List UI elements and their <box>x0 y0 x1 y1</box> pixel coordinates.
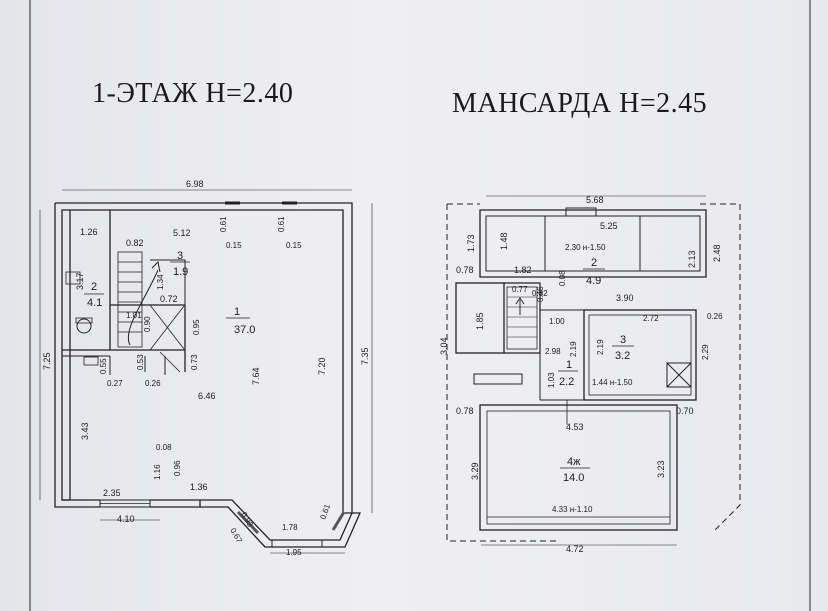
dim-label: 1.48 <box>499 232 509 250</box>
floor1-rooms: 1 37.0 2 4.1 3 1.9 <box>84 250 255 336</box>
dim-label: 1.16 <box>153 464 162 480</box>
dim-label: 2.29 <box>701 344 710 360</box>
dim-label: 1.00 <box>549 317 565 326</box>
stair-attic <box>506 286 538 350</box>
dim-label: 0.32 <box>532 289 548 298</box>
attic-dimensions: 5.68 5.25 1.73 1.48 2.30 н-1.50 2.13 2.4… <box>439 195 723 554</box>
dim-label: 1.73 <box>466 234 476 252</box>
dim-label: 5.68 <box>586 195 604 205</box>
dim-label: 0.61 <box>277 216 286 232</box>
dim-label: 6.98 <box>186 179 204 189</box>
dim-label: 0.15 <box>286 241 302 250</box>
room-number: 1 <box>566 359 572 371</box>
dim-label: 0.82 <box>126 238 144 248</box>
dim-label: 0.90 <box>143 316 152 332</box>
room-number: 2 <box>591 257 597 269</box>
dim-label: 0.26 <box>707 312 723 321</box>
dim-label: 0.08 <box>558 270 567 286</box>
dim-label: 2.48 <box>712 244 722 262</box>
dim-label: 0.55 <box>99 358 108 374</box>
dim-label: 3.29 <box>470 462 480 480</box>
dim-label: 3.17 <box>75 272 85 290</box>
dim-label: 1.01 <box>126 311 142 320</box>
dim-label: 3.23 <box>656 460 666 478</box>
room-area: 14.0 <box>563 472 584 484</box>
dim-label: 0.72 <box>160 294 178 304</box>
dim-label: 7.64 <box>251 367 261 385</box>
room-number: 2 <box>91 281 97 293</box>
dim-label: 0.96 <box>173 460 182 476</box>
dim-label: 1.44 н-1.50 <box>592 378 633 387</box>
dim-label: 2.30 н-1.50 <box>565 243 606 252</box>
dim-label: 6.46 <box>198 391 216 401</box>
dim-label: 2.98 <box>545 347 561 356</box>
ventilation-icon <box>666 362 692 388</box>
dim-label: 0.73 <box>190 354 199 370</box>
window-bay <box>271 539 323 548</box>
dim-label: 0.70 <box>676 406 694 416</box>
dim-label: 4.72 <box>566 544 584 554</box>
room-number: 3 <box>620 334 626 346</box>
dim-label: 0.78 <box>456 265 474 275</box>
dim-label: 1.34 <box>156 274 165 290</box>
dim-label: 7.35 <box>360 347 370 365</box>
dim-label: 4.33 н-1.10 <box>552 505 593 514</box>
dim-label: 0.53 <box>136 354 145 370</box>
dim-label: 1.26 <box>80 227 98 237</box>
dim-label: 3.04 <box>439 337 449 355</box>
room-number: 1 <box>234 306 240 318</box>
dim-label: 0.78 <box>456 406 474 416</box>
room-area: 4.9 <box>586 275 601 287</box>
room-area: 37.0 <box>234 324 255 336</box>
room-number: 4ж <box>567 456 581 468</box>
attic-rooms: 2 4.9 3 3.2 1 2.2 4ж 14.0 <box>558 257 634 484</box>
dim-label: 3.90 <box>616 293 634 303</box>
dim-label: 0.15 <box>226 241 242 250</box>
dim-label: 2.35 <box>103 488 121 498</box>
dim-label: 0.46 <box>536 286 545 302</box>
dim-label: 2.19 <box>596 339 605 355</box>
dim-label: 7.20 <box>317 357 327 375</box>
dim-label: 0.61 <box>219 216 228 232</box>
sink-icon <box>65 271 81 285</box>
window-attic-top <box>565 207 597 217</box>
dim-label: 0.61 <box>318 502 332 520</box>
dim-label: 5.12 <box>173 228 191 238</box>
room-area: 1.9 <box>173 266 188 278</box>
dim-label: 0.08 <box>156 443 172 452</box>
room-area: 4.1 <box>87 297 102 309</box>
floor1-title: 1-ЭТАЖ Н=2.40 <box>92 78 294 109</box>
dim-label: 1.78 <box>282 523 298 532</box>
dim-label: 1.82 <box>514 265 532 275</box>
dim-label: 4.10 <box>117 514 135 524</box>
attic-plan <box>446 195 741 546</box>
dim-label: 5.25 <box>600 221 618 231</box>
dim-label: 4.53 <box>566 422 584 432</box>
dim-label: 1.85 <box>475 312 485 330</box>
dim-label: 3.43 <box>80 422 90 440</box>
dim-label: 2.13 <box>687 250 697 268</box>
dim-label: 0.95 <box>192 319 201 335</box>
dim-label: 0.27 <box>107 379 123 388</box>
dim-label: 0.77 <box>512 285 528 294</box>
dim-label: 1.95 <box>286 548 302 557</box>
stair-floor1 <box>117 251 185 373</box>
dim-label: 2.19 <box>569 341 578 357</box>
attic-title: МАНСАРДА Н=2.45 <box>452 88 708 119</box>
dim-label: 1.03 <box>547 372 556 388</box>
dim-label: 1.36 <box>190 482 208 492</box>
dim-label: 7.25 <box>42 352 52 370</box>
room-number: 3 <box>177 250 183 262</box>
floor1-plan <box>39 189 373 554</box>
dim-label: 2.72 <box>643 314 659 323</box>
room-area: 3.2 <box>615 350 630 362</box>
dim-label: 0.26 <box>145 379 161 388</box>
dim-label: 0.67 <box>228 527 244 545</box>
room-area: 2.2 <box>559 376 574 388</box>
toilet-icon <box>76 318 92 334</box>
